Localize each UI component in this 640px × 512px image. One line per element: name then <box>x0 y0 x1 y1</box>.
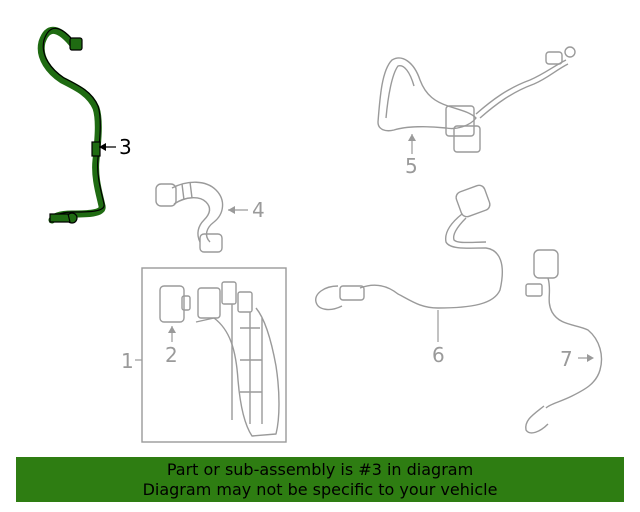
banner-line-2: Diagram may not be specific to your vehi… <box>142 480 498 499</box>
arrow-7 <box>587 354 594 362</box>
part-4-hose[interactable] <box>155 181 224 253</box>
part-6-oxygen-sensor[interactable] <box>315 184 504 311</box>
callout-3: 3 <box>119 135 132 159</box>
callout-5: 5 <box>405 154 418 178</box>
callout-7: 7 <box>560 347 573 371</box>
callout-2: 2 <box>165 343 178 367</box>
callout-6: 6 <box>432 343 445 367</box>
info-banner: Part or sub-assembly is #3 in diagram Di… <box>16 457 624 502</box>
banner-line-1: Part or sub-assembly is #3 in diagram <box>166 460 474 479</box>
arrow-4 <box>228 206 235 214</box>
part-3-tube[interactable] <box>37 27 106 224</box>
callout-4: 4 <box>252 198 265 222</box>
arrow-2 <box>168 326 176 333</box>
arrow-5 <box>408 134 416 141</box>
arrow-3 <box>99 143 106 151</box>
part-2-valve[interactable] <box>159 285 191 323</box>
part-1-canister[interactable] <box>195 281 280 437</box>
part-7-oxygen-sensor[interactable] <box>525 249 603 434</box>
part-5-sensor-bracket[interactable] <box>377 46 576 153</box>
part-1-box <box>141 267 287 443</box>
callout-1: 1 <box>121 349 134 373</box>
